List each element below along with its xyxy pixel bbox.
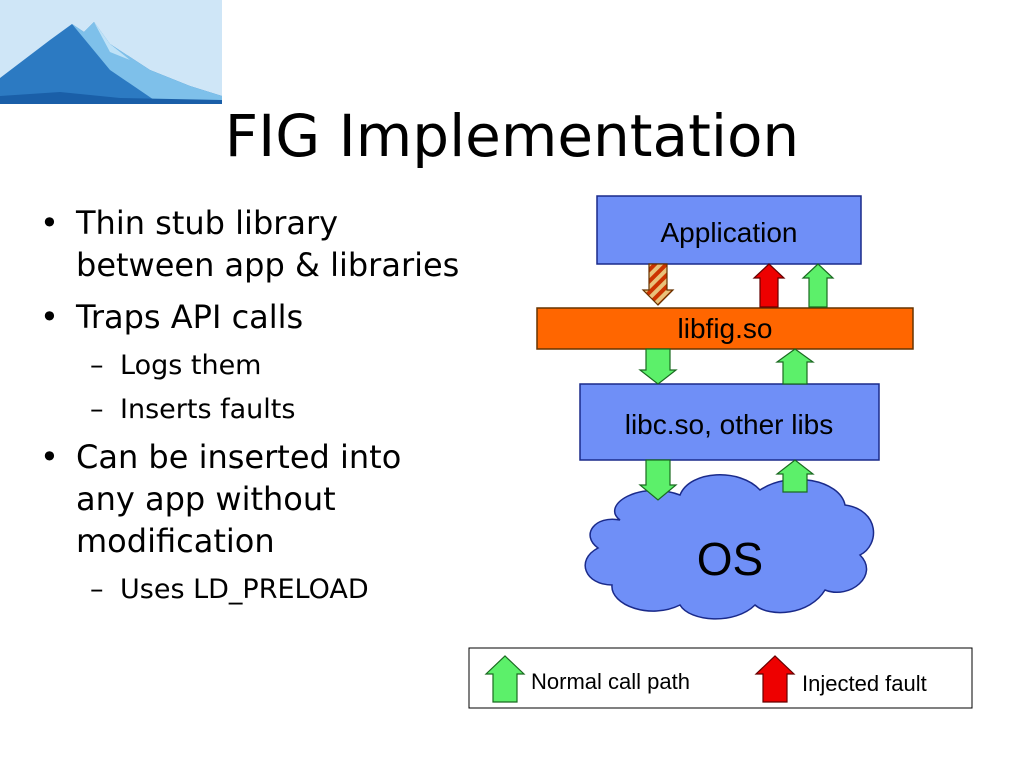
red-up-arrow-icon: [752, 263, 786, 308]
iceberg-logo: [0, 0, 222, 104]
green-up-arrow-icon: [775, 348, 815, 385]
libfig-label: libfig.so: [678, 313, 773, 344]
libfig-box: [536, 307, 914, 350]
legend-box: [468, 647, 973, 709]
sub-bullet-text: Logs them: [120, 350, 262, 381]
legend-fault-label: Injected fault: [802, 671, 927, 696]
bullet-item: • Traps API calls: [40, 296, 460, 338]
os-label: OS: [697, 533, 763, 585]
sub-bullet-item: – Inserts faults: [40, 392, 460, 428]
bullet-text: Thin stub library between app & librarie…: [76, 204, 460, 284]
os-cloud: [584, 474, 875, 620]
application-label: Application: [661, 217, 798, 248]
sub-bullet-item: – Logs them: [40, 348, 460, 384]
libc-label: libc.so, other libs: [625, 409, 834, 440]
sub-bullet-dash: –: [90, 350, 104, 381]
slide-title: FIG Implementation: [224, 102, 800, 170]
green-up-arrow-icon: [484, 655, 526, 703]
hatched-down-arrow-icon: [641, 263, 675, 306]
libc-box: [579, 383, 880, 461]
sub-bullet-text: Inserts faults: [120, 394, 296, 425]
bullet-list: • Thin stub library between app & librar…: [40, 202, 460, 616]
bullet-item: • Thin stub library between app & librar…: [40, 202, 460, 286]
sub-bullet-dash: –: [90, 574, 104, 605]
bullet-text: Traps API calls: [76, 298, 304, 336]
sub-bullet-text: Uses LD_PRELOAD: [120, 574, 369, 605]
green-up-arrow-icon: [801, 263, 835, 308]
bullet-item: • Can be inserted into any app without m…: [40, 436, 460, 562]
bullet-dot: •: [40, 438, 59, 476]
sub-bullet-item: – Uses LD_PRELOAD: [40, 572, 460, 608]
green-down-arrow-icon: [638, 459, 678, 501]
bullet-dot: •: [40, 298, 59, 336]
green-up-arrow-icon: [775, 459, 815, 493]
sub-bullet-dash: –: [90, 394, 104, 425]
bullet-text: Can be inserted into any app without mod…: [76, 438, 402, 560]
red-up-arrow-icon: [754, 655, 796, 703]
legend-normal-label: Normal call path: [531, 669, 690, 694]
green-down-arrow-icon: [638, 348, 678, 385]
application-box: [596, 195, 862, 265]
legend: Normal call path Injected fault: [468, 647, 973, 709]
bullet-dot: •: [40, 204, 59, 242]
